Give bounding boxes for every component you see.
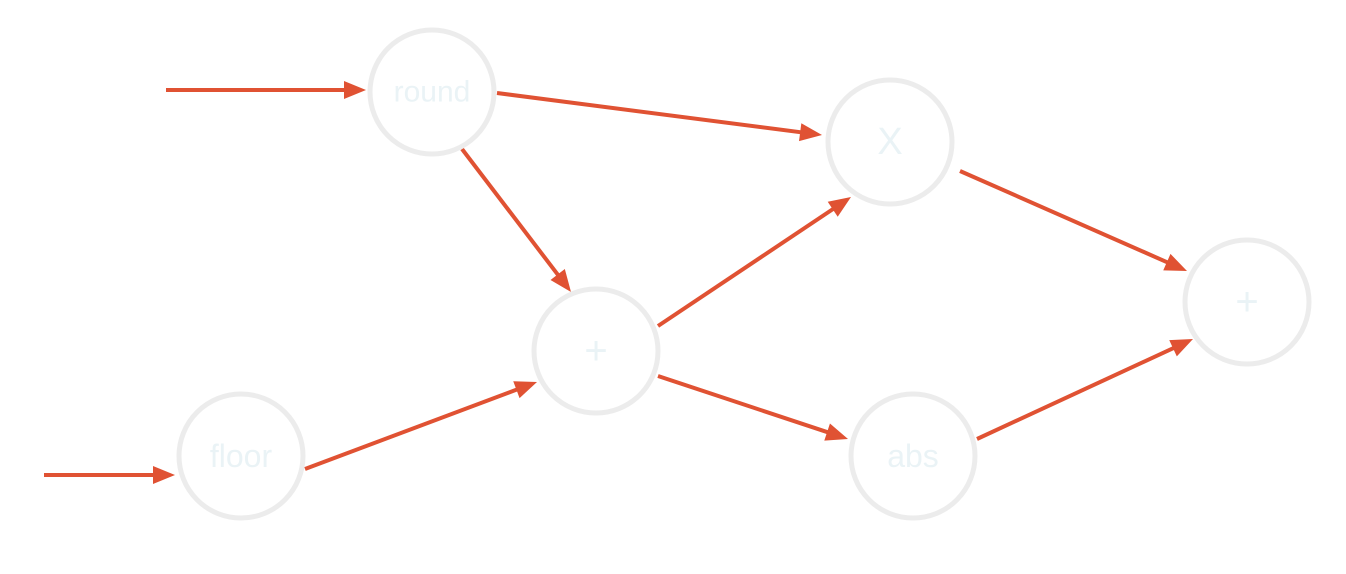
arrowhead-icon — [1163, 253, 1187, 271]
edge-plus1-to-abs — [657, 374, 848, 441]
edge-line — [496, 91, 803, 135]
edge-floor-to-plus1 — [304, 381, 537, 471]
node-label: abs — [887, 438, 939, 474]
node-label: + — [584, 329, 607, 373]
arrowhead-icon — [824, 423, 848, 441]
edge-input-1-to-round — [166, 81, 366, 99]
arrowhead-icon — [1169, 339, 1193, 357]
edge-line — [656, 206, 836, 328]
node-label: floor — [210, 438, 273, 474]
edge-line — [976, 345, 1176, 441]
node-label: X — [877, 121, 902, 163]
node-abs: abs — [848, 391, 978, 521]
arrowhead-icon — [344, 81, 366, 99]
edge-round-to-mult — [496, 91, 822, 142]
edge-plus1-to-mult — [656, 197, 851, 328]
edge-line — [460, 147, 561, 278]
node-circle — [825, 77, 955, 207]
edge-input-2-to-floor — [44, 466, 175, 484]
arrowhead-icon — [799, 123, 822, 142]
node-label: + — [1235, 280, 1258, 324]
arrowhead-icon — [153, 466, 175, 484]
node-circle — [176, 391, 306, 521]
edges-layer — [44, 81, 1193, 484]
node-round: round — [367, 27, 497, 157]
edge-line — [304, 387, 519, 471]
edge-mult-to-plus2 — [959, 169, 1187, 271]
node-plus1: + — [531, 286, 661, 416]
edge-line — [657, 374, 830, 435]
node-circle — [531, 286, 661, 416]
node-plus2: + — [1182, 237, 1312, 367]
edge-round-to-plus1 — [460, 147, 571, 292]
arrowhead-icon — [827, 197, 851, 217]
arrowhead-icon — [550, 269, 571, 292]
node-circle — [848, 391, 978, 521]
node-circle — [1182, 237, 1312, 367]
edge-line — [959, 169, 1170, 265]
node-floor: floor — [176, 391, 306, 521]
arrowhead-icon — [513, 381, 537, 399]
node-label: round — [394, 76, 471, 109]
edge-abs-to-plus2 — [976, 339, 1193, 441]
node-mult: X — [825, 77, 955, 207]
node-circle — [367, 27, 497, 157]
